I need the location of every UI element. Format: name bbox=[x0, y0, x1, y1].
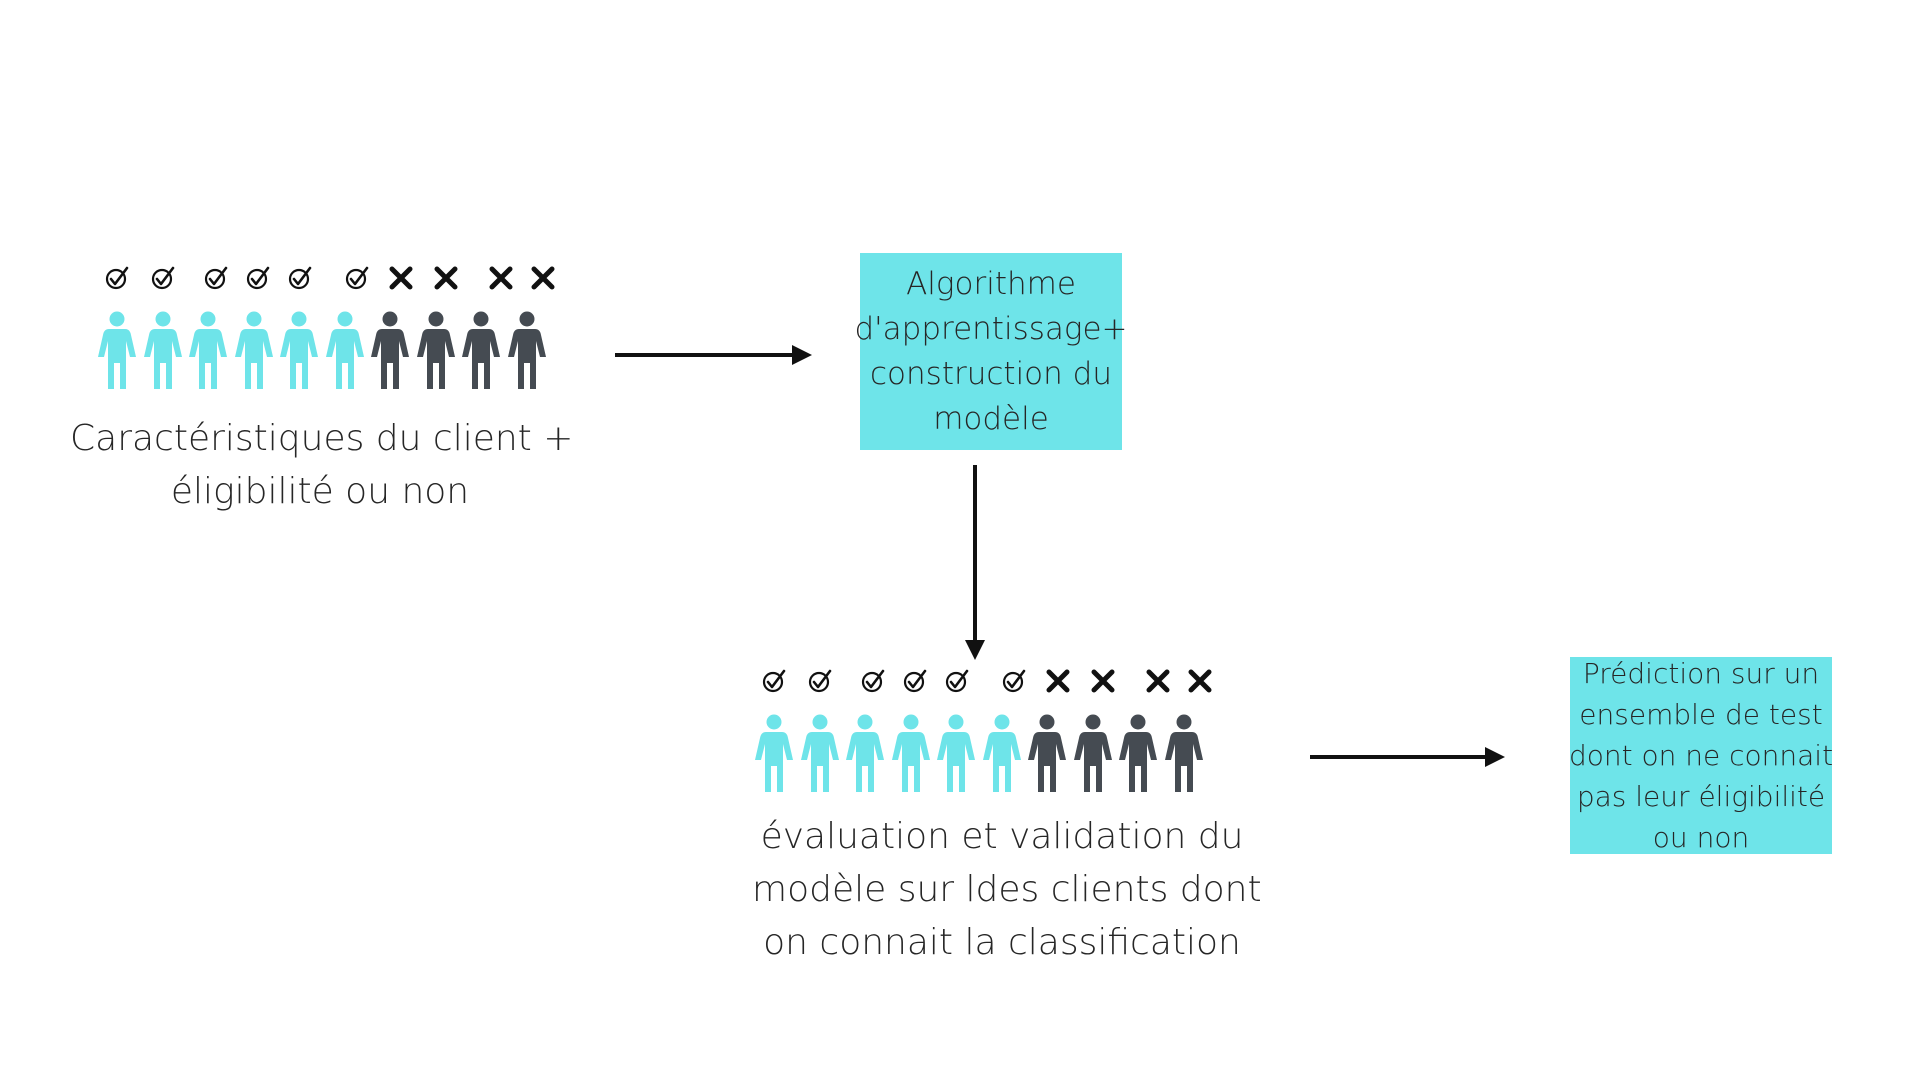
prediction-box-line-3: dont on ne connait bbox=[1568, 739, 1834, 772]
circled-check-icon bbox=[762, 669, 786, 693]
circled-check-icon bbox=[105, 266, 129, 290]
person-icon bbox=[1164, 714, 1203, 792]
x-cross-icon bbox=[489, 266, 513, 290]
validation-caption: évaluation et validation du modèle sur l… bbox=[752, 810, 1262, 969]
algorithm-box-line-3: construction du bbox=[870, 355, 1112, 392]
person-icon bbox=[937, 714, 975, 792]
person-icon bbox=[1119, 714, 1157, 792]
x-cross-icon bbox=[1046, 669, 1070, 693]
circled-check-icon bbox=[246, 266, 270, 290]
validation-population bbox=[755, 668, 1232, 798]
x-cross-icon bbox=[389, 266, 413, 290]
person-icon bbox=[800, 714, 839, 792]
arrow-validation-to-prediction bbox=[1310, 747, 1505, 767]
x-cross-icon bbox=[1091, 669, 1115, 693]
circled-check-icon bbox=[808, 669, 832, 693]
person-icon bbox=[98, 311, 136, 389]
circled-check-icon bbox=[945, 669, 969, 693]
person-icon bbox=[1073, 714, 1112, 792]
algorithm-box-line-1: Algorithme bbox=[906, 265, 1076, 302]
prediction-box-line-2: ensemble de test bbox=[1579, 698, 1823, 731]
training-population bbox=[98, 265, 575, 395]
algorithm-box-line-2: d'apprentissage+ bbox=[854, 310, 1128, 347]
validation-caption-line-2: modèle sur ldes clients dont bbox=[752, 869, 1262, 910]
circled-check-icon bbox=[288, 266, 312, 290]
person-icon bbox=[891, 714, 930, 792]
algorithm-box-line-4: modèle bbox=[933, 400, 1049, 437]
arrow-algorithm-to-validation bbox=[965, 465, 985, 660]
x-cross-icon bbox=[434, 266, 458, 290]
x-cross-icon bbox=[1146, 669, 1170, 693]
circled-check-icon bbox=[204, 266, 228, 290]
person-icon bbox=[325, 311, 364, 389]
prediction-box-line-5: ou non bbox=[1652, 821, 1750, 854]
training-caption-line-2: éligibilité ou non bbox=[170, 471, 470, 512]
circled-check-icon bbox=[151, 266, 175, 290]
person-icon bbox=[1028, 714, 1066, 792]
training-caption: Caractéristiques du client + éligibilité… bbox=[70, 412, 574, 518]
person-icon bbox=[280, 311, 318, 389]
arrow-training-to-algorithm bbox=[615, 345, 812, 365]
training-caption-line-1: Caractéristiques du client + bbox=[70, 418, 574, 459]
x-cross-icon bbox=[531, 266, 555, 290]
prediction-box-line-1: Prédiction sur un bbox=[1582, 657, 1820, 690]
validation-caption-line-3: on connait la classification bbox=[763, 922, 1241, 963]
circled-check-icon bbox=[345, 266, 369, 290]
prediction-box-line-4: pas leur éligibilité bbox=[1576, 780, 1826, 813]
person-icon bbox=[143, 311, 182, 389]
person-icon bbox=[234, 311, 273, 389]
prediction-box: Prédiction sur un ensemble de test dont … bbox=[1568, 657, 1834, 854]
circled-check-icon bbox=[903, 669, 927, 693]
person-icon bbox=[189, 311, 227, 389]
person-icon bbox=[371, 311, 409, 389]
person-icon bbox=[416, 311, 455, 389]
circled-check-icon bbox=[861, 669, 885, 693]
algorithm-box: Algorithme d'apprentissage+ construction… bbox=[854, 253, 1128, 450]
person-icon bbox=[507, 311, 546, 389]
person-icon bbox=[846, 714, 884, 792]
person-icon bbox=[755, 714, 793, 792]
x-cross-icon bbox=[1188, 669, 1212, 693]
person-icon bbox=[982, 714, 1021, 792]
circled-check-icon bbox=[1002, 669, 1026, 693]
validation-caption-line-1: évaluation et validation du bbox=[760, 816, 1244, 857]
person-icon bbox=[462, 311, 500, 389]
